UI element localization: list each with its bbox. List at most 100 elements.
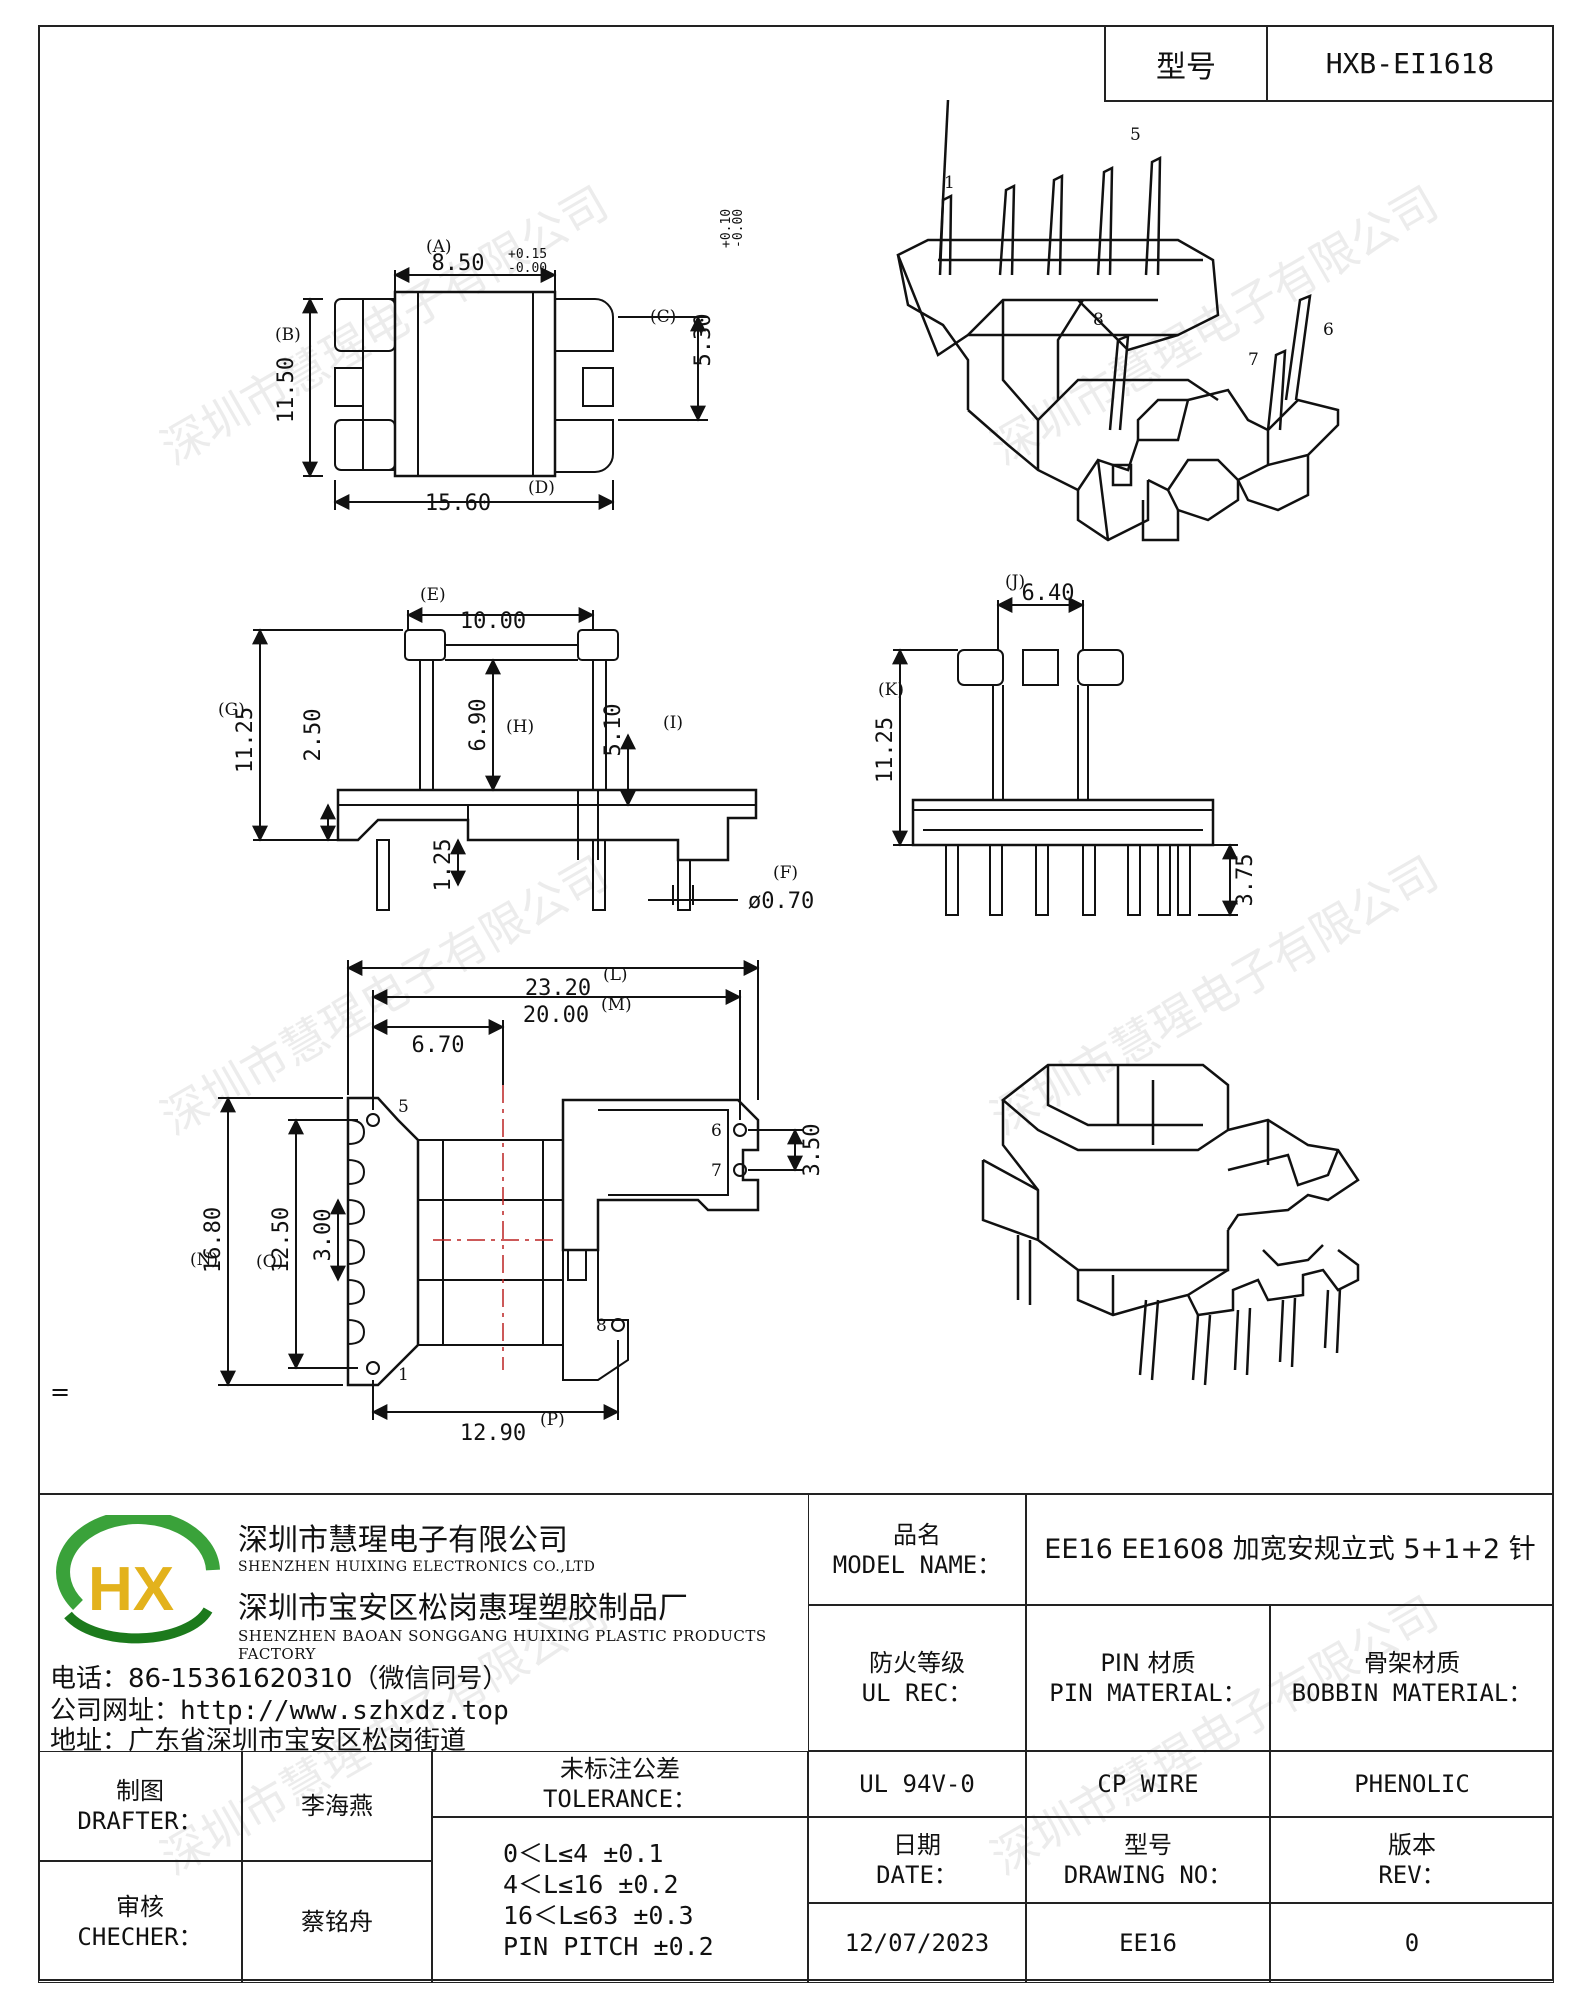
pin-label: 5 [1130,125,1141,145]
letter-D: (D) [528,478,555,498]
checker-value: 蔡铭舟 [242,1861,432,1983]
technical-drawing: 8.50 +0.15 -0.00 (A) 11.50 (B) 5.30 +0.1… [190,100,1360,1446]
model-name-value: EE16 EE1608 加宽安规立式 5+1+2 针 [1026,1495,1554,1605]
pin-label: 7 [711,1161,722,1181]
dim-C: 5.30 [691,314,716,367]
company-name-en: SHENZHEN HUIXING ELECTRONICS CO.,LTD [238,1559,596,1575]
dim-m2: 6.70 [412,1033,465,1058]
dim-h2: 1.25 [431,839,456,892]
dim-I: 5.10 [601,704,626,757]
iso-view-pins-down [981,1063,1360,1386]
bobbin-cn: 骨架材质 [1364,1649,1460,1677]
model-label: 型号 [1106,27,1268,100]
ul-en: UL REC： [861,1679,973,1707]
ul-label: 防火等级 UL REC： [808,1605,1026,1751]
model-name-en: MODEL NAME： [832,1550,1002,1579]
pin-label: 1 [944,173,955,193]
tolerance-table: 0＜L≤4 ±0.1 4＜L≤16 ±0.2 16＜L≤63 ±0.3 PIN … [432,1817,808,1983]
model-name-label: 品名 MODEL NAME： [808,1495,1026,1605]
dim-o2: 3.00 [311,1209,336,1262]
dim-A-tol-minus: -0.00 [508,261,547,276]
checker-label: 审核 CHECHER： [38,1861,242,1983]
pin-cn: PIN 材质 [1100,1649,1196,1677]
bobbin-material-label: 骨架材质 BOBBIN MATERIAL： [1270,1605,1554,1751]
letter-I: (I) [663,713,683,733]
company-name-cn: 深圳市慧瑆电子有限公司 [238,1523,568,1558]
company-info: HX 深圳市慧瑆电子有限公司 SHENZHEN HUIXING ELECTRON… [38,1495,808,1756]
dim-P: 12.90 [460,1421,526,1446]
letter-G: (G) [218,700,245,720]
rev-label: 版本 REV： [1270,1817,1554,1903]
letter-H: (H) [506,717,534,737]
dim-O: 12.50 [269,1207,294,1273]
pin-label: 6 [711,1121,722,1141]
tolerance-row: 0＜L≤4 ±0.1 [503,1838,664,1868]
tolerance-row: 4＜L≤16 ±0.2 [503,1869,679,1899]
logo-letters: HX [88,1555,174,1624]
model-value: HXB-EI1618 [1325,47,1495,80]
website: 公司网址：http://www.szhxdz.top [50,1696,509,1726]
letter-N: (N) [190,1250,218,1270]
dim-A-tol-plus: +0.15 [508,247,547,262]
dim-D: 15.60 [425,491,491,516]
dim-J: 6.40 [1022,581,1075,606]
top-view [302,267,708,510]
date-value: 12/07/2023 [808,1903,1026,1983]
drawing-no-value: EE16 [1026,1903,1270,1983]
dim-L: 23.20 [525,976,591,1001]
rev-value: 0 [1270,1903,1554,1983]
drawing-frame [38,25,1554,1981]
letter-P: (P) [540,1410,565,1430]
dim-A: 8.50 [432,251,485,276]
checker-cn: 审核 [116,1893,164,1921]
iso-view-pins-up [896,100,1340,542]
front-view [252,607,758,911]
dim-C-tol-minus: -0.00 [731,209,746,248]
drawing-no-label: 型号 DRAWING NO： [1026,1817,1270,1903]
drafter-en: DRAFTER： [77,1807,203,1835]
dim-M: 20.00 [523,1003,589,1028]
letter-B: (B) [275,325,301,345]
rev-en: REV： [1378,1861,1446,1889]
rev-cn: 版本 [1388,1831,1436,1859]
factory-name-cn: 深圳市宝安区松岗惠瑆塑胶制品厂 [238,1591,688,1626]
pin-value: CP WIRE [1026,1751,1270,1817]
tolerance-row: PIN PITCH ±0.2 [503,1932,714,1962]
dim-E: 10.00 [460,609,526,634]
factory-name-en: SHENZHEN BAOAN SONGGANG HUIXING PLASTIC … [238,1627,767,1663]
tolerance-label: 未标注公差 TOLERANCE： [432,1751,808,1817]
pin-label: 5 [398,1097,409,1117]
pin-en: PIN MATERIAL： [1049,1679,1247,1707]
date-en: DATE： [876,1861,958,1889]
pin-label: 1 [398,1365,409,1385]
date-cn: 日期 [893,1831,941,1859]
dim-N: 16.80 [201,1207,226,1273]
title-block: HX 深圳市慧瑆电子有限公司 SHENZHEN HUIXING ELECTRON… [38,1493,1554,1983]
ul-cn: 防火等级 [869,1649,965,1677]
drafter-cn: 制图 [116,1777,164,1805]
dim-K: 11.25 [873,717,898,783]
bobbin-en: BOBBIN MATERIAL： [1291,1679,1533,1707]
footnote-mark: = [50,1378,71,1406]
dim-C-tol-plus: +0.10 [719,209,734,248]
phone: 电话：86-15361620310（微信同号） [50,1664,509,1694]
company-logo: HX [56,1515,220,1644]
letter-K: (K) [878,680,904,700]
letter-L: (L) [603,965,628,985]
tolerance-en: TOLERANCE： [542,1785,698,1813]
dim-G: 11.25 [233,707,258,773]
ul-value: UL 94V-0 [808,1751,1026,1817]
tolerance-row: 16＜L≤63 ±0.3 [503,1901,694,1930]
letter-E: (E) [420,585,446,605]
pin-label: 8 [596,1316,607,1336]
pin-label: 7 [1248,350,1259,370]
date-label: 日期 DATE： [808,1817,1026,1903]
bottom-view [218,960,803,1420]
letter-C: (C) [650,307,676,327]
bobbin-value: PHENOLIC [1270,1751,1554,1817]
checker-en: CHECHER： [77,1923,203,1951]
dim-B: 11.50 [274,357,299,423]
tolerance-cn: 未标注公差 [560,1755,680,1783]
drawing-en: DRAWING NO： [1063,1861,1233,1889]
dim-g2: 2.50 [301,709,326,762]
